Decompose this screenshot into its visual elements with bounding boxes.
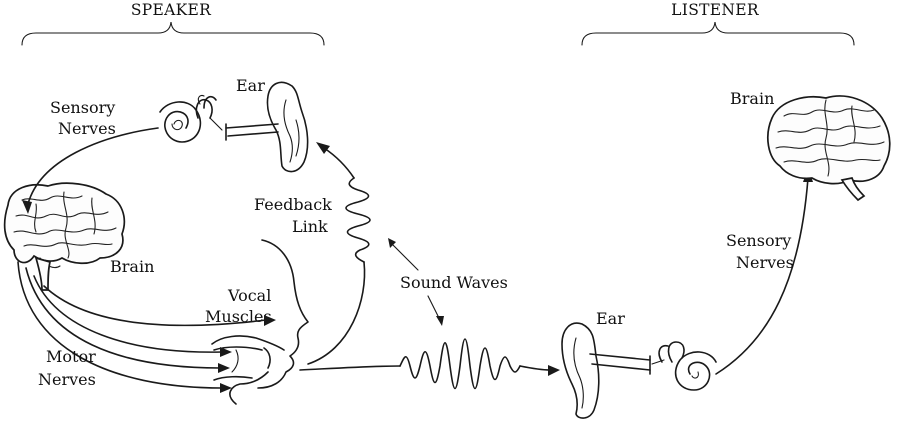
listener-brain-label: Brain [730, 89, 774, 108]
listener-brain-icon [767, 95, 891, 202]
listener-sensory-nerve [715, 177, 809, 375]
speaker-header: SPEAKER [131, 1, 212, 19]
listener-header: LISTENER [671, 1, 760, 19]
speaker-sensory-nerve [27, 127, 159, 205]
speaker-head-profile-icon [211, 239, 309, 405]
motor-label-2: Nerves [38, 370, 96, 389]
speaker-ear-label: Ear [236, 76, 265, 95]
listener-brace [581, 21, 855, 46]
sound-path-right [519, 365, 551, 371]
feedback-to-ear-path [323, 147, 355, 179]
listener-sensory-label-2: Nerves [736, 253, 794, 272]
feedback-path [307, 261, 366, 365]
motor-label-1: Motor [46, 347, 96, 366]
motor-arrow-icon-3 [218, 363, 230, 373]
listener-cochlea-icon [651, 341, 717, 391]
vocal-label-1: Vocal [227, 286, 271, 305]
sound-wave-icon [399, 338, 521, 390]
speaker-sensory-label-2: Nerves [58, 119, 116, 138]
listener-ear-icon [561, 322, 651, 419]
motor-arrow-icon-4 [220, 383, 232, 393]
pointer-up-arrow-icon [388, 238, 396, 248]
pointer-down-arrow-icon [436, 316, 444, 326]
speaker-brain-icon [3, 182, 126, 291]
listener-ear-label: Ear [596, 309, 625, 328]
sound-path-left [299, 365, 401, 371]
sound-arrow-icon [548, 365, 560, 376]
feedback-wave-icon [345, 177, 371, 263]
listener-sensory-label-1: Sensory [726, 231, 791, 250]
sound-waves-label: Sound Waves [400, 273, 508, 292]
sensory-nerve-arrow-icon [22, 200, 32, 214]
speaker-brace [21, 21, 325, 46]
speaker-ear-icon [225, 81, 309, 173]
speaker-brain-label: Brain [110, 257, 154, 276]
sound-label-pointer-up [391, 243, 419, 271]
motor-arrow-icon-2 [220, 347, 232, 357]
feedback-arrow-icon [316, 142, 330, 154]
motor-nerves [17, 261, 276, 393]
motor-arrow-icon-1 [264, 315, 276, 326]
speaker-cochlea-icon [159, 94, 223, 143]
feedback-label-1: Feedback [254, 195, 332, 214]
feedback-label-2: Link [292, 217, 328, 236]
speaker-sensory-label-1: Sensory [50, 98, 115, 117]
